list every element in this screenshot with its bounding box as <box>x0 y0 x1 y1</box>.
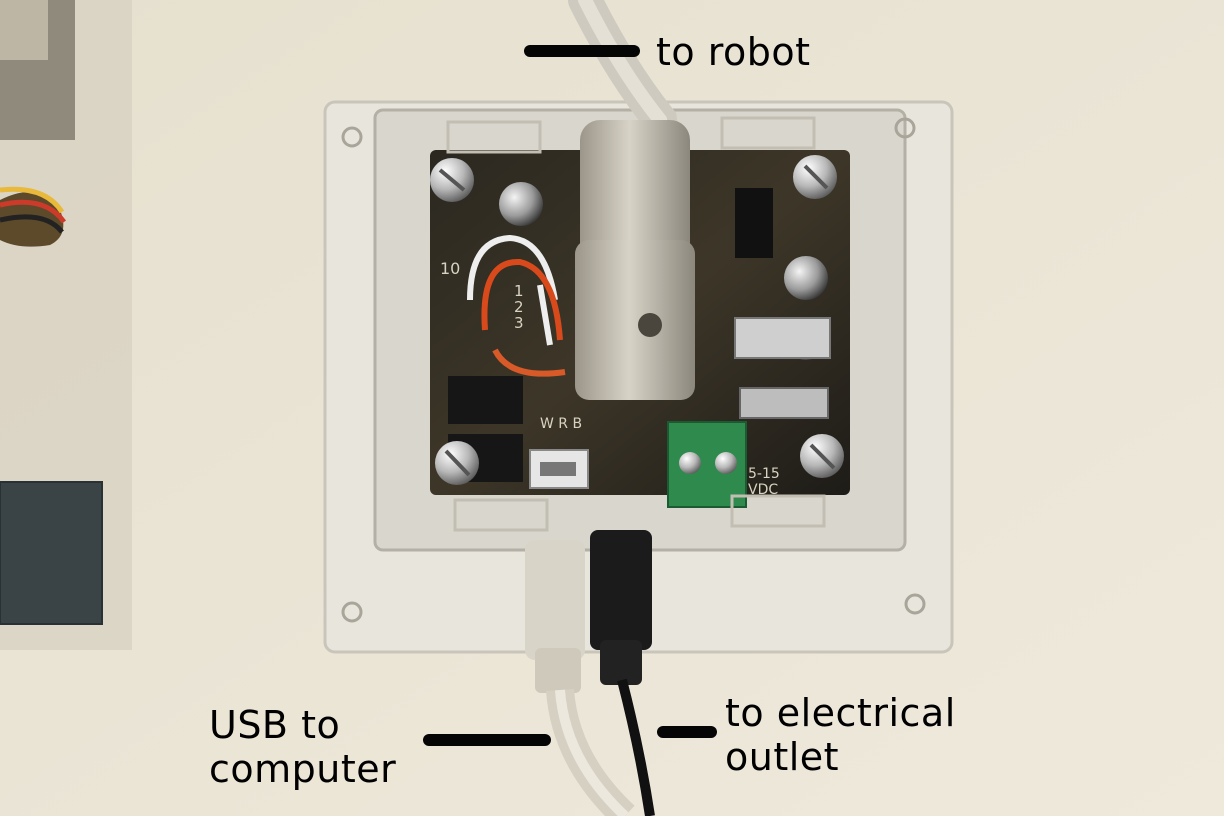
svg-text:2: 2 <box>514 298 524 316</box>
screw-terminal-icon <box>667 421 747 508</box>
label-to-electrical-outlet: to electrical outlet <box>725 691 956 779</box>
screw <box>430 155 844 485</box>
svg-text:1: 1 <box>514 282 524 300</box>
svg-text:3: 3 <box>514 314 524 332</box>
label-usb-to-computer: USB to computer <box>209 703 397 791</box>
usb-cable-icon <box>525 540 635 816</box>
power-leader-line <box>657 726 717 738</box>
svg-text:5-15: 5-15 <box>748 466 780 482</box>
serial-connector-icon <box>568 0 695 400</box>
power-cable-icon <box>590 530 655 816</box>
svg-text:10: 10 <box>440 259 460 278</box>
label-to-robot: to robot <box>656 30 811 74</box>
svg-text:W R B: W R B <box>540 416 582 432</box>
usb-leader-line <box>423 734 551 746</box>
left-panel <box>0 0 132 650</box>
robot-leader-line <box>524 45 640 57</box>
svg-text:VDC: VDC <box>748 482 778 498</box>
